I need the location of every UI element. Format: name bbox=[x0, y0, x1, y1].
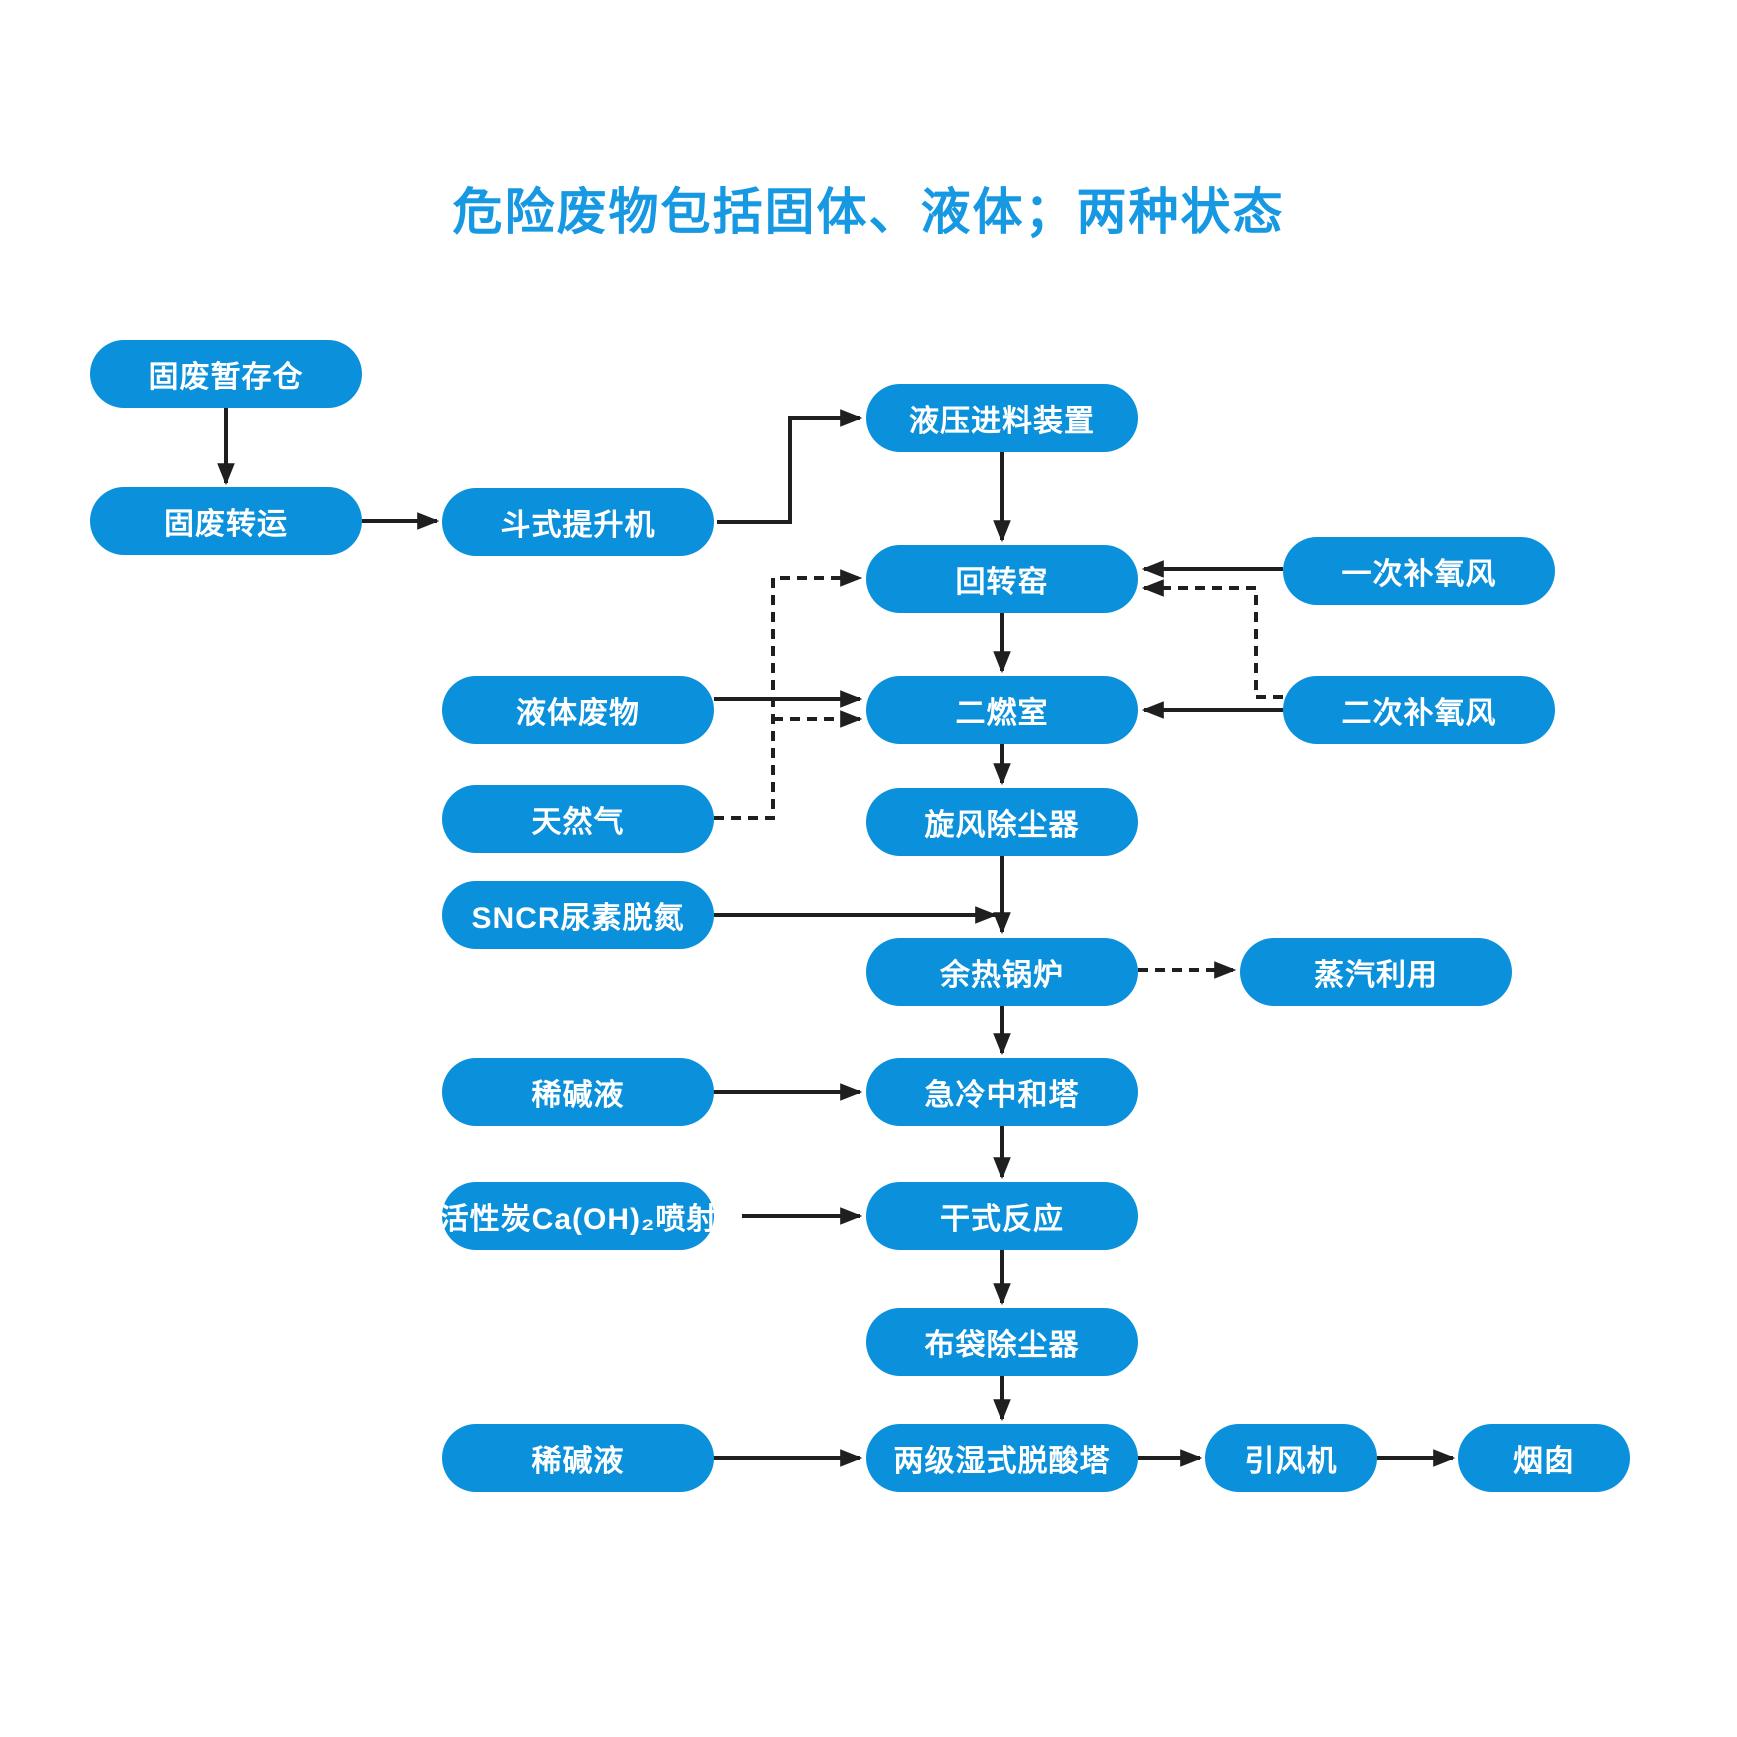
node-liquid-waste: 液体废物 bbox=[442, 676, 714, 744]
node-dilute-alkali-lower: 稀碱液 bbox=[442, 1424, 714, 1492]
node-solid-waste-storage: 固废暂存仓 bbox=[90, 340, 362, 408]
node-quench-neutralization-tower: 急冷中和塔 bbox=[866, 1058, 1138, 1126]
edge-elevator-to-feeder bbox=[717, 409, 863, 524]
node-secondary-oxygen-air: 二次补氧风 bbox=[1283, 676, 1555, 744]
node-secondary-combustion-chamber: 二燃室 bbox=[866, 676, 1138, 744]
node-natural-gas: 天然气 bbox=[442, 785, 714, 853]
node-dry-reaction: 干式反应 bbox=[866, 1182, 1138, 1250]
node-rotary-kiln: 回转窑 bbox=[866, 545, 1138, 613]
node-hydraulic-feeder: 液压进料装置 bbox=[866, 384, 1138, 452]
edge-gas-to-kiln-dashed bbox=[714, 569, 863, 820]
node-waste-heat-boiler: 余热锅炉 bbox=[866, 938, 1138, 1006]
node-bag-filter: 布袋除尘器 bbox=[866, 1308, 1138, 1376]
node-bucket-elevator: 斗式提升机 bbox=[442, 488, 714, 556]
node-activated-carbon-caoh2-injection: 活性炭Ca(OH)₂喷射 bbox=[439, 1182, 716, 1250]
node-sncr-urea-denitration: SNCR尿素脱氮 bbox=[442, 881, 714, 949]
node-induced-draft-fan: 引风机 bbox=[1205, 1424, 1377, 1492]
node-two-stage-wet-deacid-tower: 两级湿式脱酸塔 bbox=[866, 1424, 1138, 1492]
node-solid-waste-transfer: 固废转运 bbox=[90, 487, 362, 555]
node-dilute-alkali-upper: 稀碱液 bbox=[442, 1058, 714, 1126]
diagram-title: 危险废物包括固体、液体；两种状态 bbox=[452, 184, 1285, 240]
node-cyclone-dust-collector: 旋风除尘器 bbox=[866, 788, 1138, 856]
node-chimney: 烟囱 bbox=[1458, 1424, 1630, 1492]
edge-secondary-air-to-kiln-dashed bbox=[1141, 579, 1283, 699]
node-steam-utilization: 蒸汽利用 bbox=[1240, 938, 1512, 1006]
node-primary-oxygen-air: 一次补氧风 bbox=[1283, 537, 1555, 605]
